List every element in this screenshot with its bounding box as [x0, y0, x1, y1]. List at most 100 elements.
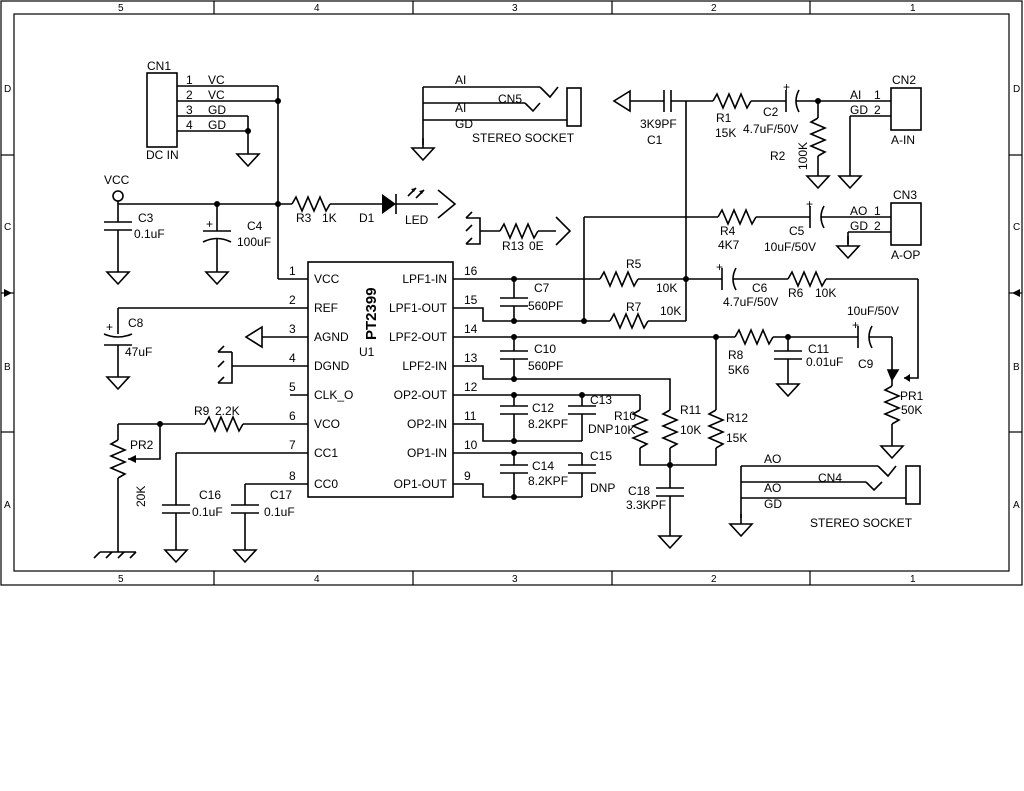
ic-pin-name: OP1-IN: [407, 446, 447, 460]
c13-value: DNP: [588, 422, 613, 436]
cn1-pin-num: 1: [186, 73, 193, 87]
r5-ref: R5: [626, 257, 642, 271]
c2-ref: C2: [763, 105, 779, 119]
cn3-pin1-num: 1: [874, 204, 881, 218]
c10-ref: C10: [534, 342, 556, 356]
r10-value: 10K: [614, 423, 635, 437]
r8-value: 5K6: [728, 363, 750, 377]
ic-pin-number: 12: [464, 380, 478, 394]
cn2-pin1-num: 1: [874, 88, 881, 102]
frame-row-label: D: [1013, 84, 1020, 95]
ic-pin-number: 8: [289, 469, 296, 483]
cn4-ring-label: AO: [764, 481, 781, 495]
ic-pin-number: 13: [464, 351, 478, 365]
frame-col-label: 1: [910, 3, 916, 14]
r1-ref: R1: [716, 111, 732, 125]
c6-ref: C6: [752, 281, 768, 295]
cn2-pin1-name: AI: [850, 88, 861, 102]
ic-pin-number: 11: [464, 409, 477, 423]
ic-pin-number: 9: [464, 469, 471, 483]
pr1-ref: PR1: [900, 389, 924, 403]
cn3-ref: CN3: [893, 188, 917, 202]
cn5-tip-label: AI: [455, 73, 466, 87]
c15-value: DNP: [590, 481, 615, 495]
r13-ref: R13: [502, 239, 524, 253]
ic-pin-number: 10: [464, 438, 478, 452]
c2-polarity: +: [783, 80, 790, 94]
cn3-pin1-name: AO: [850, 204, 867, 218]
c4-polarity: +: [206, 217, 213, 231]
c7-ref: C7: [534, 281, 550, 295]
frame-col-label: 5: [118, 574, 124, 585]
c6-polarity: +: [716, 260, 723, 274]
cn1-pin-name: VC: [208, 88, 225, 102]
ic-ref: U1: [359, 345, 375, 359]
r13-group: R13 0E: [465, 211, 572, 253]
c2-value: 4.7uF/50V: [743, 122, 798, 136]
c12-ref: C12: [532, 401, 554, 415]
ic-pin-number: 15: [464, 293, 478, 307]
ic-pin-name: LPF2-IN: [402, 359, 447, 373]
right-wiring: + + C7 560PF R5 10K R7 10K C6 4.7uF/50V …: [453, 257, 924, 549]
frame-col-label: 3: [512, 574, 518, 585]
c13-ref: C13: [590, 393, 612, 407]
c18-ref: C18: [628, 484, 650, 498]
cn2-label: A-IN: [891, 133, 915, 147]
cn1-pin-name: VC: [208, 73, 225, 87]
cn3-label: A-OP: [891, 248, 920, 262]
c12-value: 8.2KPF: [528, 417, 568, 431]
ic-pin-name: VCC: [314, 272, 340, 286]
frame-row-label: C: [1013, 222, 1020, 233]
r12-value: 15K: [726, 431, 747, 445]
cn3-pin2-num: 2: [874, 219, 881, 233]
ic-pin-number: 2: [289, 293, 296, 307]
frame-col-label: 3: [512, 3, 518, 14]
ic-pin-number: 4: [289, 351, 296, 365]
frame-row-label: C: [4, 222, 11, 233]
cn5-sleeve-label: GD: [455, 117, 473, 131]
c9-polarity: +: [852, 318, 859, 332]
frame-row-label: B: [1013, 362, 1020, 373]
vcc-label: VCC: [104, 173, 130, 187]
ic-pin-name: OP2-OUT: [394, 388, 448, 402]
c18-value: 3.3KPF: [626, 498, 666, 512]
r11-ref: R11: [680, 403, 701, 417]
r7-ref: R7: [626, 300, 642, 314]
ic-pin-name: AGND: [314, 330, 349, 344]
r12-ref: R12: [726, 411, 748, 425]
ic-pin-number: 7: [289, 438, 296, 452]
ic-pin-name: LPF1-OUT: [389, 301, 448, 315]
c5-polarity: +: [806, 197, 813, 211]
ic-pin-name: VCO: [314, 417, 340, 431]
drawing-frame: 5 4 3 2 1 5 4 3 2 1 D C B A D C B A: [0, 0, 1023, 586]
cn5-ring-label: AI: [455, 101, 466, 115]
c14-ref: C14: [532, 459, 554, 473]
cn1-pin-num: 4: [186, 118, 193, 132]
ic-pin-number: 6: [289, 409, 296, 423]
frame-col-label: 2: [711, 3, 717, 14]
c5-ref: C5: [789, 224, 805, 238]
c4-ref: C4: [247, 219, 263, 233]
cn1-ref: CN1: [147, 59, 171, 73]
d1-value: LED: [405, 213, 429, 227]
frame-col-label: 5: [118, 3, 124, 14]
r4-ref: R4: [720, 224, 736, 238]
r3-ref: R3: [296, 211, 312, 225]
power-section: VCC + C3 0.1uF C4: [104, 173, 457, 285]
cn4-label: STEREO SOCKET: [810, 516, 913, 530]
pr1-value: 50K: [901, 403, 922, 417]
c3-value: 0.1uF: [134, 227, 165, 241]
c16-value: 0.1uF: [192, 505, 223, 519]
c17-value: 0.1uF: [264, 505, 295, 519]
c1-value: 3K9PF: [640, 117, 677, 131]
r13-value: 0E: [529, 239, 544, 253]
cn5-label: STEREO SOCKET: [472, 131, 575, 145]
cn1-pin-num: 2: [186, 88, 193, 102]
c9-ref: C9: [858, 357, 874, 371]
c5-value: 10uF/50V: [764, 240, 816, 254]
r9-value: 2.2K: [215, 404, 240, 418]
frame-row-label: B: [4, 362, 11, 373]
output-section: + R4 4K7 C5 10uF/50V CN3 AO 1 GD 2 A-OP: [583, 188, 922, 321]
ic-name: PT2399: [363, 287, 380, 340]
